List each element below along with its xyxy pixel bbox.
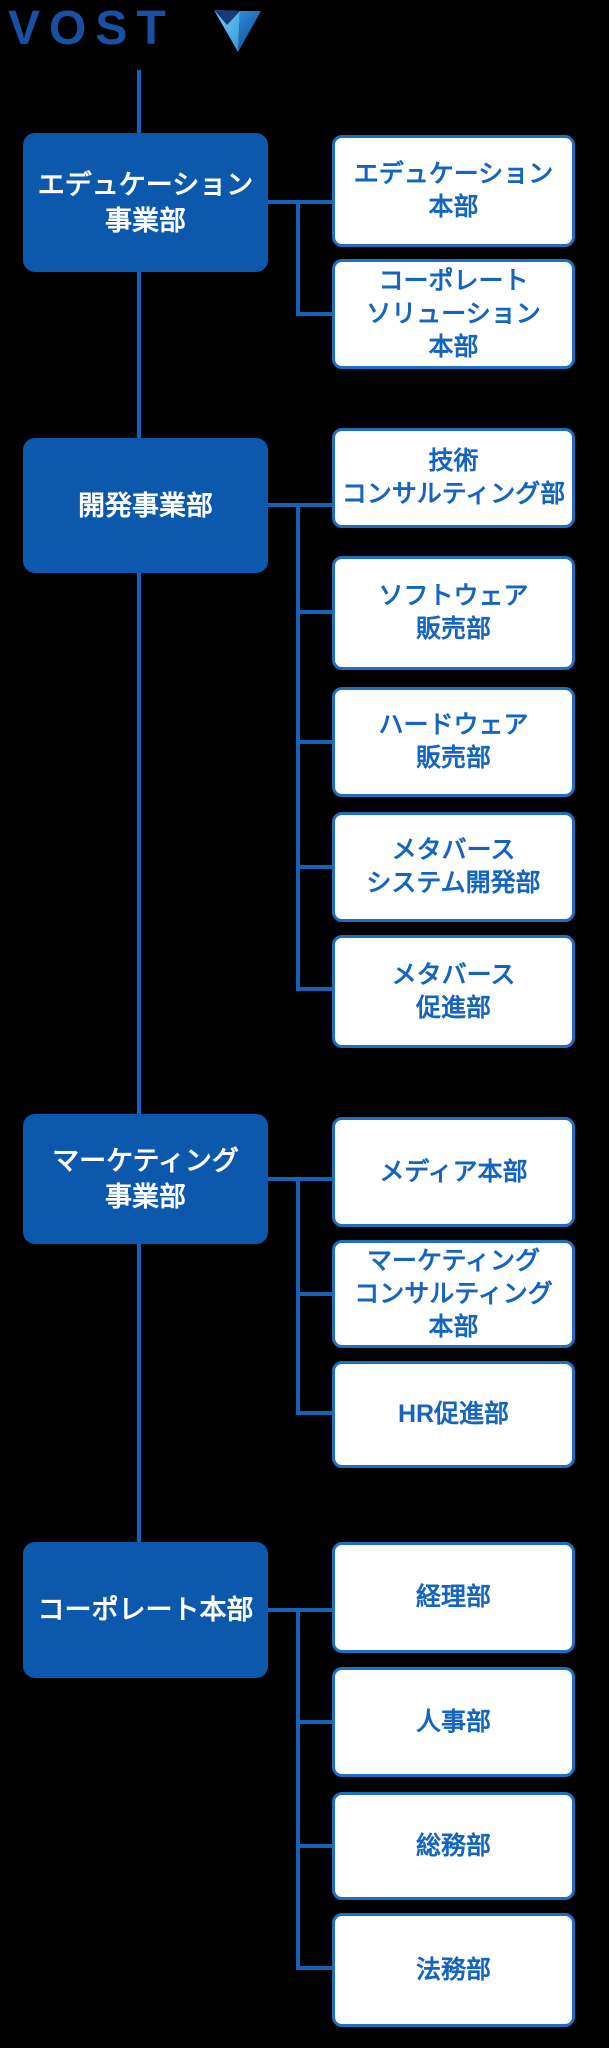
connector-g3-stub-3 xyxy=(296,1411,332,1415)
child-box-metaverse-system-dev-dept: メタバース システム開発部 xyxy=(332,812,575,922)
connector-g2-stub-2 xyxy=(296,610,332,614)
connector-g1-main xyxy=(268,200,332,204)
child-box-hr-promotion-dept: HR促進部 xyxy=(332,1361,575,1468)
child-box-tech-consulting-dept: 技術 コンサルティング部 xyxy=(332,428,575,528)
connector-g1-branch xyxy=(296,200,300,316)
child-box-hardware-sales-dept: ハードウェア 販売部 xyxy=(332,687,575,797)
connector-g3-stub-2 xyxy=(296,1292,332,1296)
connector-g4-stub-3 xyxy=(296,1844,332,1848)
child-box-legal-dept: 法務部 xyxy=(332,1913,575,2027)
triangle-logo-icon xyxy=(214,10,261,52)
connector-g2-stub-3 xyxy=(296,740,332,744)
connector-g2-branch xyxy=(296,503,300,991)
connector-g4-branch xyxy=(296,1608,300,1970)
parent-box-marketing-division: マーケティング 事業部 xyxy=(23,1114,268,1244)
child-box-education-hq: エデュケーション 本部 xyxy=(332,135,575,247)
connector-g2-stub-4 xyxy=(296,865,332,869)
parent-box-development-division: 開発事業部 xyxy=(23,438,268,573)
parent-box-corporate-hq: コーポレート本部 xyxy=(23,1542,268,1678)
connector-g4-main xyxy=(268,1608,332,1612)
connector-g2-main xyxy=(268,503,332,507)
logo: VOST xyxy=(8,2,175,56)
child-box-corporate-solution-hq: コーポレート ソリューション 本部 xyxy=(332,259,575,369)
connector-g3-main xyxy=(268,1177,332,1181)
trunk-line xyxy=(137,70,141,1546)
connector-g1-stub-2 xyxy=(296,312,332,316)
child-box-media-hq: メディア本部 xyxy=(332,1117,575,1227)
child-box-software-sales-dept: ソフトウェア 販売部 xyxy=(332,556,575,670)
connector-g3-branch xyxy=(296,1177,300,1415)
child-box-accounting-dept: 経理部 xyxy=(332,1542,575,1653)
parent-box-education-division: エデュケーション 事業部 xyxy=(23,133,268,272)
child-box-personnel-dept: 人事部 xyxy=(332,1667,575,1777)
connector-g4-stub-2 xyxy=(296,1720,332,1724)
connector-g4-stub-4 xyxy=(296,1966,332,1970)
connector-g2-stub-5 xyxy=(296,987,332,991)
child-box-metaverse-promotion-dept: メタバース 促進部 xyxy=(332,935,575,1048)
child-box-general-affairs-dept: 総務部 xyxy=(332,1792,575,1900)
child-box-marketing-consulting-hq: マーケティング コンサルティング 本部 xyxy=(332,1240,575,1348)
logo-text: VOST xyxy=(8,2,175,55)
